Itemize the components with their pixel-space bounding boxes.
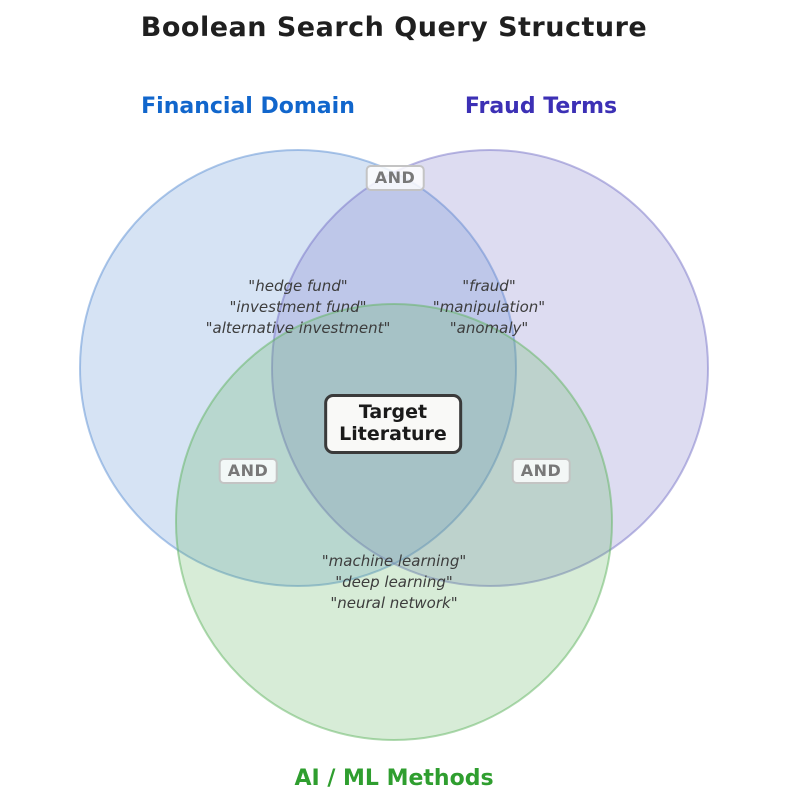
and-operator-right: AND	[511, 458, 571, 484]
term-item: "hedge fund"	[248, 277, 348, 295]
ai-ml-methods-circle	[175, 303, 613, 741]
target-literature-line1: Target	[358, 401, 428, 423]
term-item: "manipulation"	[432, 298, 546, 316]
ai-ml-terms-list: "machine learning" "deep learning" "neur…	[322, 551, 467, 614]
term-item: "investment fund"	[229, 298, 367, 316]
term-item: "anomaly"	[449, 319, 529, 337]
and-operator-top: AND	[365, 165, 425, 191]
fraud-terms-list: "fraud" "manipulation" "anomaly"	[433, 276, 545, 339]
term-item: "fraud"	[462, 277, 516, 295]
fraud-terms-circle	[271, 149, 709, 587]
target-literature-box: Target Literature	[324, 394, 462, 454]
term-item: "deep learning"	[335, 573, 453, 591]
diagram-title: Boolean Search Query Structure	[140, 12, 648, 43]
financial-domain-circle	[79, 149, 517, 587]
financial-terms-list: "hedge fund" "investment fund" "alternat…	[206, 276, 391, 339]
and-operator-left: AND	[218, 458, 278, 484]
set-label-ai-ml-methods: AI / ML Methods	[294, 766, 494, 791]
set-label-fraud-terms: Fraud Terms	[464, 94, 618, 119]
target-literature-line2: Literature	[339, 423, 447, 445]
set-label-financial-domain: Financial Domain	[141, 94, 355, 119]
term-item: "alternative investment"	[205, 319, 391, 337]
term-item: "neural network"	[330, 594, 458, 612]
term-item: "machine learning"	[321, 552, 467, 570]
